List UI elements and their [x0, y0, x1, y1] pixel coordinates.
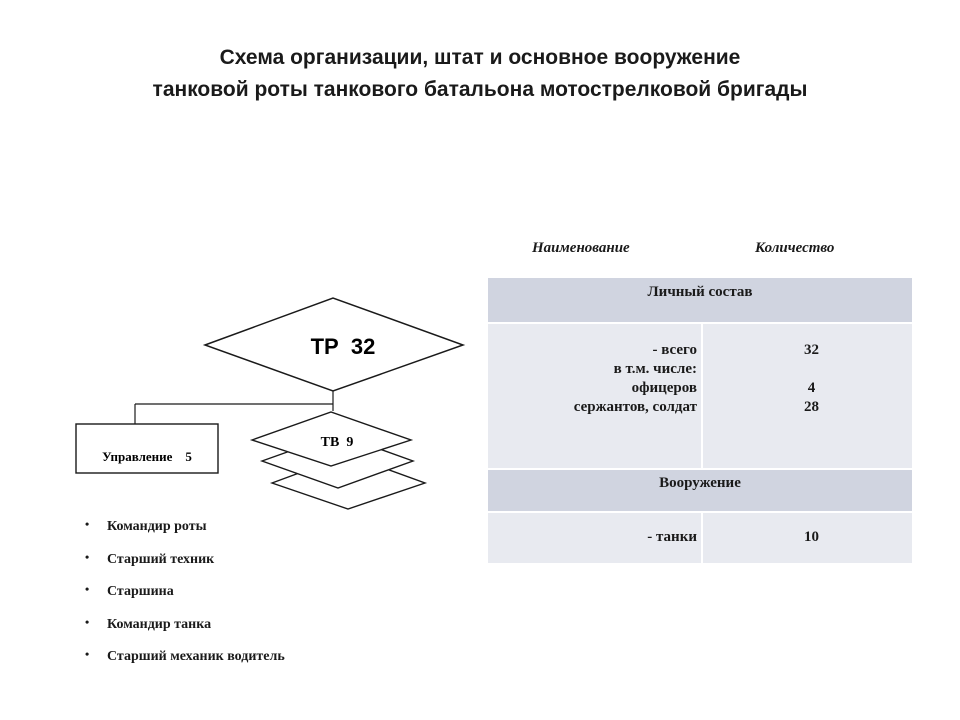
company-label: ТР 32: [311, 334, 376, 359]
column-header-name: Наименование: [532, 240, 630, 256]
list-item: •Старший механик водитель: [85, 647, 285, 664]
column-header-quantity: Количество: [755, 240, 835, 256]
platoon-label: ТВ 9: [321, 435, 354, 450]
label-including: в т.м. числе:: [613, 361, 697, 377]
section-personnel-row: Личный состав: [488, 278, 912, 322]
management-box: [75, 423, 219, 474]
label-officers: офицеров: [631, 380, 697, 396]
platoon-diamond-1: [249, 411, 414, 467]
title-line-1: Схема организации, штат и основное воору…: [219, 46, 741, 69]
personnel-values-cell: 32 4 28: [703, 324, 912, 468]
personnel-labels-cell: - всего в т.м. числе: офицеров сержантов…: [488, 324, 703, 468]
label-total: - всего: [652, 342, 697, 358]
bullet-icon: •: [85, 582, 90, 596]
value-including: [711, 360, 912, 379]
value-total: 32: [804, 342, 819, 358]
section-weapons-row: Вооружение: [488, 470, 912, 511]
staff-table: Личный состав - всего в т.м. числе: офиц…: [488, 278, 912, 563]
tanks-label: - танки: [488, 513, 703, 563]
bullet-icon: •: [85, 647, 90, 661]
list-item: •Старший техник: [85, 549, 215, 567]
list-item: •Старшина: [85, 582, 174, 599]
tanks-row: - танки 10: [488, 513, 912, 563]
personnel-row: - всего в т.м. числе: офицеров сержантов…: [488, 324, 912, 468]
management-label: Управление 5: [102, 449, 192, 464]
title-line-2: танковой роты танкового батальона мотост…: [152, 78, 808, 101]
section-weapons: Вооружение: [488, 470, 912, 511]
label-soldiers: сержантов, солдат: [573, 399, 697, 415]
bullet-icon: •: [85, 549, 90, 564]
staff-list: •Командир роты •Старший техник •Старшина…: [85, 517, 285, 680]
tanks-value: 10: [703, 513, 912, 563]
page-title: Схема организации, штат и основное воору…: [0, 42, 960, 106]
bullet-icon: •: [85, 517, 90, 531]
company-diamond: [202, 297, 466, 392]
value-soldiers: 28: [804, 399, 819, 415]
list-item: •Командир роты: [85, 517, 207, 534]
list-item: •Командир танка: [85, 614, 212, 632]
section-personnel: Личный состав: [488, 278, 912, 322]
value-officers: 4: [807, 380, 816, 396]
bullet-icon: •: [85, 614, 90, 629]
